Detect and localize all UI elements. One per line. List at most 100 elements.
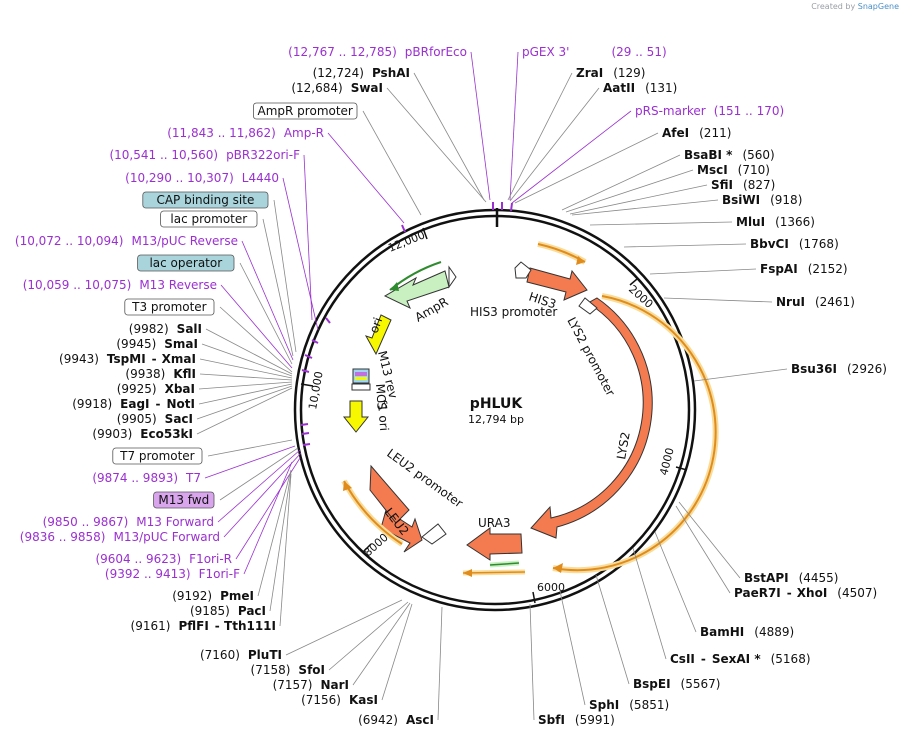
ampr-label: AmpR: [413, 295, 451, 325]
site-label-eagi: (9918)EagI-NotI: [72, 397, 195, 411]
leader-line: [663, 297, 773, 303]
site-label-pluti: (7160)PluTI: [200, 648, 282, 662]
leader-line: [262, 218, 294, 357]
backbone: [293, 208, 697, 612]
leader-line: [198, 383, 293, 405]
leader-line: [243, 461, 293, 575]
site-label-prs-marker: pRS-marker(151 .. 170): [635, 104, 784, 118]
lys2-promoter-arrow: [578, 297, 598, 315]
site-label-kasi: (7156)KasI: [301, 693, 378, 707]
leader-line: [470, 51, 491, 201]
leader-line: [303, 154, 313, 321]
leader-line: [199, 373, 293, 381]
site-label-f1ori-r: (9604 .. 9623)F1ori-R: [95, 552, 232, 566]
leader-line: [413, 72, 485, 201]
leader-line: [207, 439, 293, 457]
ura3-label: URA3: [478, 516, 510, 530]
leader-line: [219, 306, 293, 373]
snapgene-credit: Created by SnapGene: [811, 2, 899, 11]
site-label-afei: AfeI(211): [662, 126, 731, 140]
site-label-aatii: AatII(131): [603, 81, 677, 95]
leader-line: [509, 51, 519, 201]
leader-line: [561, 154, 681, 211]
leader-line: [514, 132, 659, 204]
leader-line: [219, 447, 299, 501]
feature-box-t3-promoter: [124, 298, 215, 316]
site-label-t7: (9874 .. 9893)T7: [92, 471, 201, 485]
feature-box-label-m13-fwd: M13 fwd: [158, 493, 209, 507]
feature-box-t7-promoter: [112, 447, 203, 465]
ura3-arrow: [466, 527, 523, 561]
site-label-bsabi: BsaBI *(560): [684, 148, 775, 162]
leader-line: [196, 387, 293, 435]
leader-line: [623, 243, 747, 248]
feature-box-m13-fwd: [153, 491, 215, 509]
leader-line: [654, 531, 697, 633]
plasmid-size: 12,794 bp: [468, 413, 524, 426]
leader-line: [327, 132, 405, 224]
his3-promoter-label: HIS3 promoter: [470, 305, 557, 319]
leu2-promoter-arrow: [421, 523, 447, 545]
primer-markers: [300, 202, 513, 446]
leader-line: [269, 471, 292, 612]
site-label-pbrforeco: (12,767 .. 12,785)pBRforEco: [288, 45, 467, 59]
site-label-f1ori-f: (9392 .. 9413)F1ori-F: [105, 567, 240, 581]
leader-line: [201, 343, 293, 377]
tick-4000: 4000: [657, 446, 676, 476]
leader-line: [678, 501, 741, 579]
site-label-paer7i: PaeR7I-XhoI(4507): [734, 586, 877, 600]
feature-box-lac-operator: [137, 254, 235, 272]
site-label-asci: (6942)AscI: [358, 713, 434, 727]
leader-line: [239, 262, 293, 365]
credit-text: Created by: [811, 2, 856, 11]
leader-line: [571, 199, 719, 216]
leader-line: [507, 72, 573, 201]
leader-line: [282, 177, 319, 331]
site-label-pmei: (9192)PmeI: [172, 589, 254, 603]
site-label-bspei: BspEI(5567): [633, 677, 720, 691]
site-label-bstapi: BstAPI(4455): [744, 571, 838, 585]
site-label-nrui: NruI(2461): [776, 295, 855, 309]
leader-line: [223, 452, 302, 538]
leader-line: [511, 110, 632, 204]
leader-line: [509, 87, 600, 202]
leader-line: [362, 110, 422, 216]
site-label-nari: (7157)NarI: [273, 678, 349, 692]
plasmid-name: pHLUK: [470, 396, 524, 412]
site-label-m13-forward: (9850 .. 9867)M13 Forward: [43, 515, 214, 529]
leader-line: [241, 240, 294, 361]
feature-box-label-t7-promoter: T7 promoter: [119, 449, 195, 463]
leader-line: [559, 590, 586, 706]
leader-line: [693, 368, 788, 382]
site-label-l4440: (10,290 .. 10,307)L4440: [125, 171, 279, 185]
site-label-bsiwi: BsiWI(918): [722, 193, 802, 207]
leader-line: [352, 602, 411, 686]
features: [341, 241, 719, 577]
site-label-mlui: MluI(1366): [736, 215, 815, 229]
leader-line: [595, 574, 630, 685]
tick-12000: 12,000: [386, 228, 427, 254]
f1ori-label: f1 ori: [375, 399, 391, 431]
feature-box-label-ampr-promoter: AmpR promoter: [258, 104, 353, 118]
leader-line: [204, 445, 296, 479]
feature-box-label-lac-promoter: lac promoter: [170, 212, 247, 226]
site-label-csii: CsII-SexAI *(5168): [670, 652, 811, 666]
feature-box-label-cap-binding-site: CAP binding site: [156, 193, 254, 207]
site-label-sali: (9982)SalI: [129, 322, 202, 336]
site-label-eco53ki: (9903)Eco53kI: [92, 427, 193, 441]
ori-arrow: [364, 314, 392, 356]
feature-box-cap-binding-site: [142, 191, 269, 209]
leader-line: [279, 473, 292, 627]
site-label-bamhi: BamHI(4889): [700, 625, 794, 639]
his3-arrow: [526, 267, 588, 301]
site-label-m13-puc-reverse: (10,072 .. 10,094)M13/pUC Reverse: [15, 234, 238, 248]
site-label-pshai: (12,724)PshAI: [313, 66, 410, 80]
site-label-smai: (9945)SmaI: [116, 337, 198, 351]
leader-line: [328, 601, 409, 671]
feature-box-lac-promoter: [160, 210, 258, 228]
site-label-saci: (9905)SacI: [117, 412, 193, 426]
leader-line: [205, 328, 293, 375]
site-label-pgex-3: pGEX 3'(29 .. 51): [522, 45, 667, 59]
his3-promoter-arrow: [514, 261, 532, 279]
